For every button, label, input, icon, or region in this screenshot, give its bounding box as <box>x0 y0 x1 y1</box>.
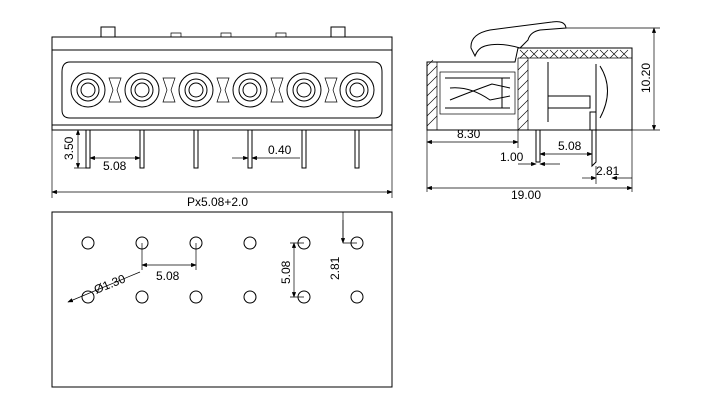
screw-inner-5 <box>292 78 316 102</box>
pin-2 <box>139 129 145 169</box>
dim-hole-diameter: Ø1.30 <box>92 271 128 296</box>
screw-core-1 <box>80 82 96 98</box>
front-top-tab-left <box>100 26 116 38</box>
front-screw-band <box>61 61 383 119</box>
side-clamp <box>445 77 511 109</box>
dim-body-depth: 8.30 <box>457 127 481 141</box>
screw-core-2 <box>134 82 150 98</box>
pcb-hole <box>81 236 95 250</box>
side-hatch-left <box>426 59 438 130</box>
side-hatch-top <box>518 49 632 59</box>
front-top-nubs <box>170 32 287 37</box>
dim-pcb-pitch-x: 5.08 <box>156 269 180 283</box>
screw-outer-2 <box>124 72 160 108</box>
pin-1 <box>85 129 91 169</box>
screw-outer-5 <box>286 72 322 108</box>
side-body-outline <box>426 47 633 131</box>
pcb-hole <box>189 290 203 304</box>
pin-3 <box>193 129 199 169</box>
dim-overall-width: Px5.08+2.0 <box>187 195 248 209</box>
side-pins <box>535 111 597 168</box>
dim-pin-gap: 1.00 <box>500 150 524 164</box>
dim-pcb-offset: 2.81 <box>328 256 342 280</box>
side-view: 10.20 8.30 1.00 5.08 2.81 19.00 <box>426 21 660 202</box>
pcb-outline <box>51 211 393 388</box>
side-clamp-box <box>439 71 516 115</box>
front-view: 3.50 5.08 0.40 Px5.08+2.0 <box>51 26 393 209</box>
pin-6 <box>354 129 360 169</box>
dim-pitch-front: 5.08 <box>103 159 127 173</box>
side-lever <box>470 21 567 58</box>
pcb-hole <box>243 236 257 250</box>
dim-pin-width: 0.40 <box>268 143 292 157</box>
pcb-holes-row-2 <box>81 290 364 304</box>
screw-inner-4 <box>238 78 262 102</box>
pcb-layout: 5.08 5.08 2.81 Ø1.30 <box>51 211 393 388</box>
dim-pcb-pitch-y: 5.08 <box>279 260 293 284</box>
screw-core-6 <box>349 82 365 98</box>
screw-outer-3 <box>178 72 214 108</box>
front-pins <box>85 129 360 169</box>
dim-side-pitch: 5.08 <box>558 139 582 153</box>
dim-side-offset: 2.81 <box>596 164 620 178</box>
screw-outer-1 <box>70 72 106 108</box>
screw-inner-1 <box>76 78 100 102</box>
pin-5 <box>301 129 307 169</box>
front-separators <box>108 77 338 103</box>
side-right-cavity <box>547 62 608 122</box>
pcb-holes-row-1 <box>81 236 364 250</box>
screw-core-4 <box>242 82 258 98</box>
pcb-hole <box>243 290 257 304</box>
screw-inner-2 <box>130 78 154 102</box>
dim-side-height: 10.20 <box>639 63 653 93</box>
dim-side-length: 19.00 <box>511 188 541 202</box>
pcb-hole <box>135 290 149 304</box>
screw-inner-3 <box>184 78 208 102</box>
front-screw-row <box>70 72 375 108</box>
screw-core-5 <box>296 82 312 98</box>
pin-4 <box>247 129 253 169</box>
side-hatch-mid <box>517 58 529 131</box>
pcb-hole <box>81 290 95 304</box>
screw-outer-6 <box>339 72 375 108</box>
pcb-hole <box>350 290 364 304</box>
screw-inner-6 <box>345 78 369 102</box>
dim-height-350: 3.50 <box>62 136 76 160</box>
front-top-tab-right <box>330 26 346 38</box>
screw-core-3 <box>188 82 204 98</box>
screw-outer-4 <box>232 72 268 108</box>
